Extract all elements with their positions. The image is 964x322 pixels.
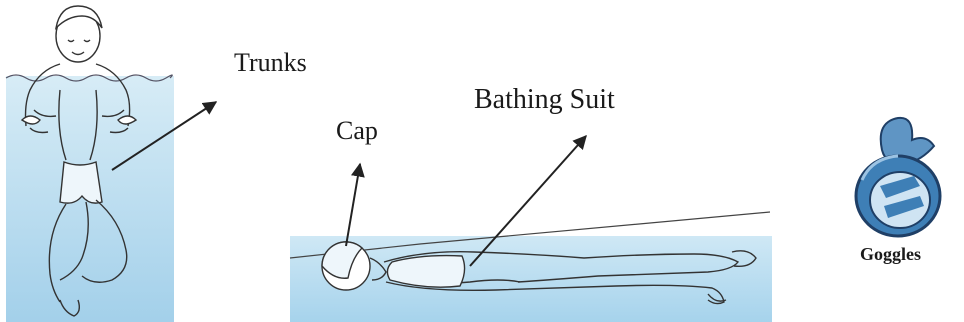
treading-swimmer-illustration (6, 6, 174, 322)
goggles-label: Goggles (860, 244, 921, 265)
cap-arrow (346, 164, 360, 246)
trunks-label: Trunks (234, 48, 307, 78)
boy-head (56, 6, 102, 62)
goggles-icon (856, 118, 940, 236)
bathing-suit-label: Bathing Suit (474, 84, 615, 116)
floating-swimmer-illustration (290, 212, 772, 322)
cap-label: Cap (336, 116, 378, 146)
